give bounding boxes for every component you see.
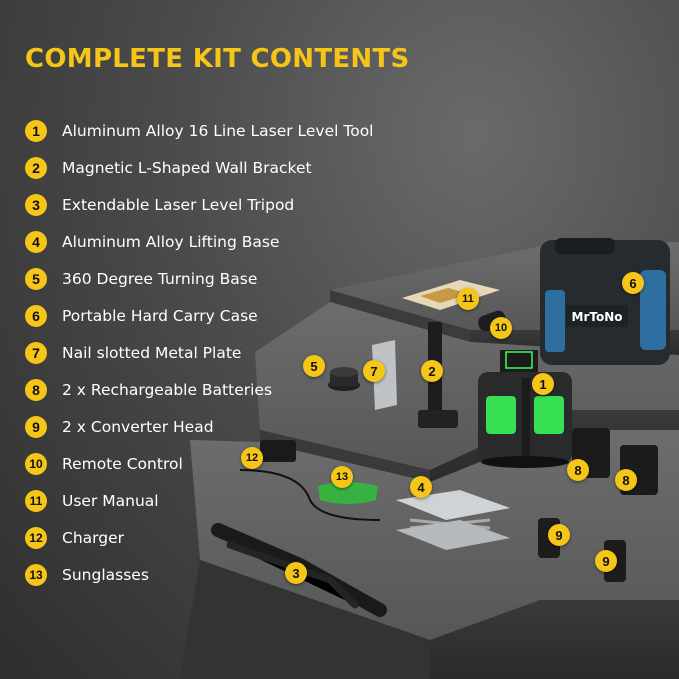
- turning-base-illustration: [328, 367, 360, 391]
- callout-badge-5: 5: [303, 355, 325, 377]
- item-label: 2 x Converter Head: [62, 417, 214, 436]
- item-label: 2 x Rechargeable Batteries: [62, 380, 273, 399]
- item-label: Remote Control: [62, 454, 183, 473]
- number-badge: 11: [25, 489, 47, 512]
- callout-badge-1: 1: [532, 373, 554, 395]
- item-label: User Manual: [62, 491, 159, 510]
- lifting-base-illustration: [396, 490, 510, 550]
- callout-badge-7: 7: [363, 360, 385, 382]
- list-item: 2 Magnetic L-Shaped Wall Bracket: [25, 149, 373, 186]
- number-badge: 13: [25, 563, 47, 586]
- callout-badge-6: 6: [622, 272, 644, 294]
- list-item: 4 Aluminum Alloy Lifting Base: [25, 223, 373, 260]
- callout-badge-13: 13: [331, 466, 353, 488]
- item-label: Aluminum Alloy Lifting Base: [62, 232, 280, 251]
- number-badge: 9: [25, 415, 47, 438]
- list-item: 9 2 x Converter Head: [25, 408, 373, 445]
- number-badge: 3: [25, 193, 47, 216]
- callout-badge-2: 2: [421, 360, 443, 382]
- list-item: 10 Remote Control: [25, 445, 373, 482]
- item-label: Charger: [62, 528, 124, 547]
- callout-badge-10: 10: [490, 317, 512, 339]
- callout-badge-8: 8: [615, 469, 637, 491]
- list-item: 1 Aluminum Alloy 16 Line Laser Level Tool: [25, 112, 373, 149]
- user-manual-illustration: [402, 280, 500, 310]
- callout-badge-4: 4: [410, 476, 432, 498]
- charger-illustration: [239, 440, 381, 521]
- list-item: 6 Portable Hard Carry Case: [25, 297, 373, 334]
- callout-badge-12: 12: [241, 447, 263, 469]
- number-badge: 12: [25, 526, 47, 549]
- callout-badge-11: 11: [457, 288, 479, 310]
- page-title: COMPLETE KIT CONTENTS: [25, 44, 410, 74]
- platform-middle: [255, 302, 679, 482]
- list-item: 11 User Manual: [25, 482, 373, 519]
- laser-level-illustration: [478, 350, 572, 468]
- item-label: Extendable Laser Level Tripod: [62, 195, 295, 214]
- list-item: 12 Charger: [25, 519, 373, 556]
- carry-case: MrToNo: [540, 238, 670, 365]
- list-item: 7 Nail slotted Metal Plate: [25, 334, 373, 371]
- kit-contents-list: 1 Aluminum Alloy 16 Line Laser Level Tool…: [25, 112, 373, 593]
- item-label: Nail slotted Metal Plate: [62, 343, 242, 362]
- callout-badge-9: 9: [548, 524, 570, 546]
- item-label: 360 Degree Turning Base: [62, 269, 258, 288]
- metal-plate-illustration: [372, 340, 397, 410]
- list-item: 13 Sunglasses: [25, 556, 373, 593]
- list-item: 3 Extendable Laser Level Tripod: [25, 186, 373, 223]
- callout-badge-3: 3: [285, 562, 307, 584]
- number-badge: 8: [25, 378, 47, 401]
- item-label: Magnetic L-Shaped Wall Bracket: [62, 158, 312, 177]
- case-brand-logo: MrToNo: [572, 310, 623, 324]
- list-item: 8 2 x Rechargeable Batteries: [25, 371, 373, 408]
- sunglasses-illustration: [318, 482, 378, 504]
- number-badge: 10: [25, 452, 47, 475]
- item-label: Aluminum Alloy 16 Line Laser Level Tool: [62, 121, 374, 140]
- number-badge: 1: [25, 119, 47, 142]
- number-badge: 2: [25, 156, 47, 179]
- item-label: Sunglasses: [62, 565, 149, 584]
- number-badge: 7: [25, 341, 47, 364]
- number-badge: 4: [25, 230, 47, 253]
- list-item: 5 360 Degree Turning Base: [25, 260, 373, 297]
- callout-badge-8: 8: [567, 459, 589, 481]
- callout-badge-9: 9: [595, 550, 617, 572]
- number-badge: 6: [25, 304, 47, 327]
- number-badge: 5: [25, 267, 47, 290]
- item-label: Portable Hard Carry Case: [62, 306, 258, 325]
